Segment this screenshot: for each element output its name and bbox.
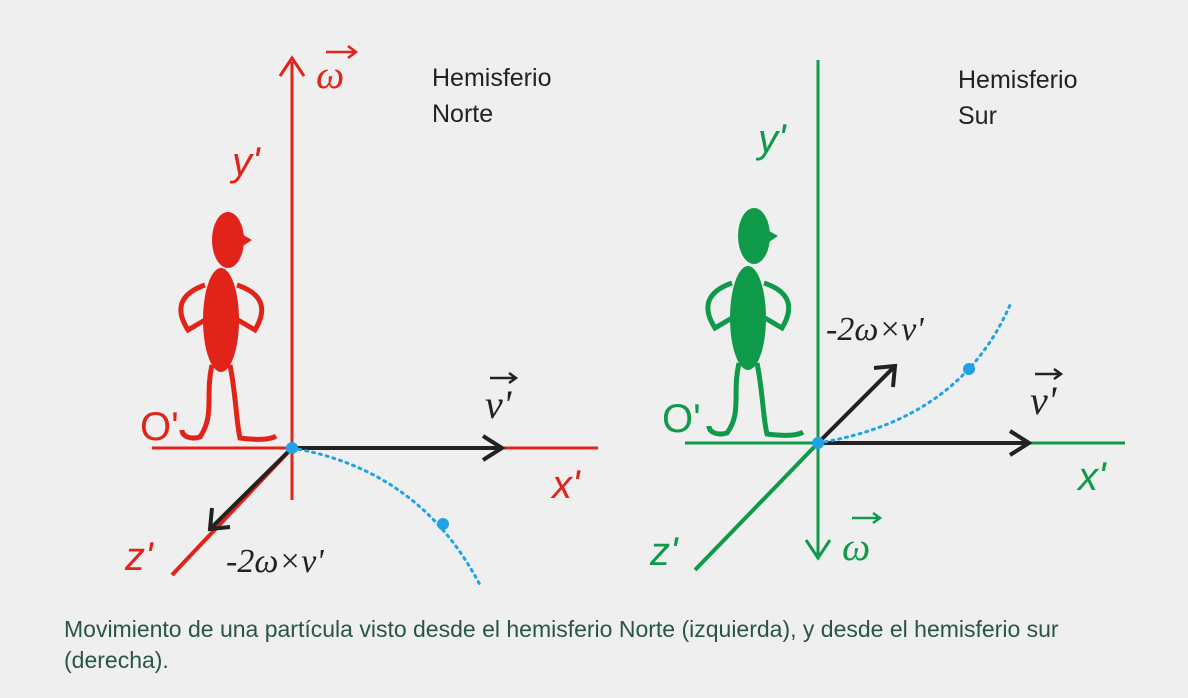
- north-coriolis-arrowhead: [207, 507, 231, 532]
- south-y-label: y': [755, 117, 787, 161]
- north-omega-arrowhead: [278, 55, 306, 77]
- south-particle-dot: [963, 363, 975, 375]
- north-omega-vector-arrow-icon: [326, 45, 359, 59]
- north-velocity-arrowhead: [481, 434, 506, 462]
- south-z-label: z': [649, 530, 679, 574]
- figure-caption: Movimiento de una partícula visto desde …: [64, 616, 1059, 673]
- north-z-label: z': [124, 535, 154, 579]
- south-origin-label: O': [662, 397, 701, 441]
- south-v-vector-arrow-icon: [1035, 367, 1064, 381]
- south-title-line1: Hemisferio: [958, 66, 1077, 94]
- north-omega-label: ω: [316, 52, 344, 97]
- north-panel: Hemisferio Norte y' x' z' O' ω v' -2ω×v': [124, 45, 598, 587]
- south-v-label: v': [1030, 378, 1058, 423]
- north-origin-dot: [286, 442, 298, 454]
- south-coriolis-vector: [816, 366, 895, 445]
- south-z-axis: [693, 441, 820, 572]
- south-velocity-arrowhead: [1008, 429, 1033, 457]
- north-particle-dot: [437, 518, 449, 530]
- north-y-label: y': [229, 140, 261, 184]
- south-omega-arrowhead: [804, 539, 832, 561]
- south-person-icon: [705, 208, 805, 438]
- south-origin-dot: [812, 437, 824, 449]
- north-person-icon: [178, 212, 278, 442]
- north-origin-label: O': [140, 405, 179, 449]
- south-omega-label: ω: [842, 524, 870, 569]
- south-omega-vector-arrow-icon: [852, 511, 883, 525]
- north-title-line1: Hemisferio: [432, 64, 551, 92]
- north-v-vector-arrow-icon: [490, 371, 519, 385]
- north-title-line2: Norte: [432, 100, 493, 128]
- south-coriolis-label: -2ω×v': [826, 311, 924, 348]
- south-x-label: x': [1076, 455, 1107, 499]
- coriolis-diagram: Hemisferio Norte y' x' z' O' ω v' -2ω×v': [124, 45, 1125, 587]
- north-x-label: x': [550, 463, 581, 507]
- north-coriolis-vector: [210, 446, 294, 529]
- south-panel: Hemisferio Sur y' x' z' O' ω v' -2ω×v': [649, 60, 1125, 574]
- south-coriolis-arrowhead: [873, 363, 898, 388]
- south-trajectory: [816, 303, 1012, 445]
- south-title-line2: Sur: [958, 102, 997, 130]
- north-v-label: v': [485, 382, 513, 427]
- north-trajectory: [290, 446, 482, 587]
- north-coriolis-label: -2ω×v': [226, 543, 324, 580]
